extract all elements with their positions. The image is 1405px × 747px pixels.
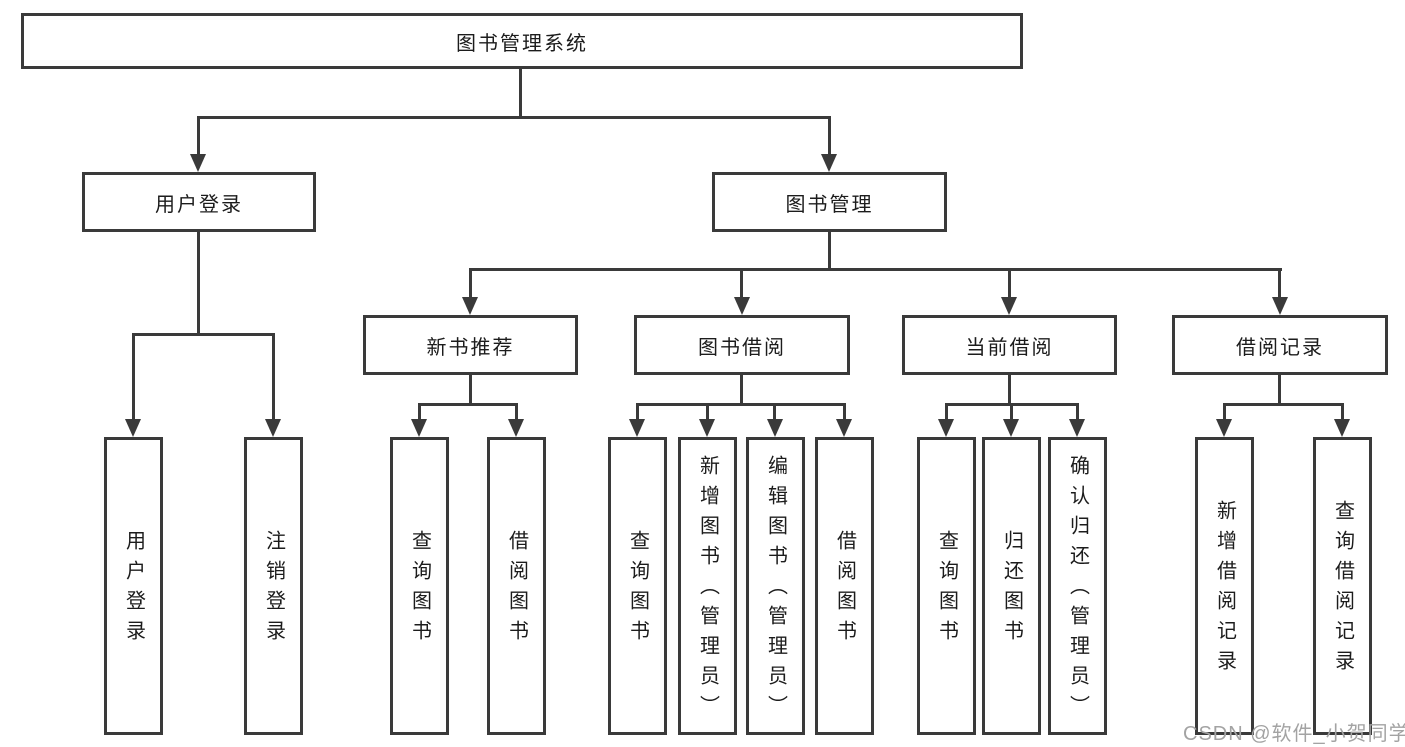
connector-borrow-records-stem xyxy=(1278,375,1281,406)
arrow-down-icon xyxy=(190,154,206,172)
arrow-down-icon xyxy=(1216,419,1232,437)
arrow-down-icon xyxy=(699,419,715,437)
csdn-watermark: CSDN @软件_小贺同学 xyxy=(1183,723,1405,745)
leaf-confirm-return-admin: 确认归还（管理员） xyxy=(1048,437,1107,735)
leaf-user-login: 用户登录 xyxy=(104,437,163,735)
connector-drop-leaf-logout xyxy=(272,333,275,421)
connector-drop-user-login xyxy=(197,116,200,156)
node-book-borrow: 图书借阅 xyxy=(634,315,850,375)
connector-book-management-stem xyxy=(828,232,831,271)
arrow-down-icon xyxy=(125,419,141,437)
connector-book-management-rail xyxy=(469,268,1282,271)
connector-drop xyxy=(945,403,948,421)
leaf-edit-book-admin: 编辑图书（管理员） xyxy=(746,437,805,735)
connector-drop xyxy=(1076,403,1079,421)
connector-drop-book-borrow xyxy=(740,268,743,299)
arrow-down-icon xyxy=(836,419,852,437)
connector-user-login-rail xyxy=(132,333,275,336)
leaf-borrow-books-borrow: 借阅图书 xyxy=(815,437,874,735)
connector-drop-new-book-recommend xyxy=(469,268,472,299)
connector-drop xyxy=(706,403,709,421)
connector-borrow-records-rail xyxy=(1223,403,1344,406)
arrow-down-icon xyxy=(411,419,427,437)
connector-current-borrow-stem xyxy=(1008,375,1011,406)
arrow-down-icon xyxy=(265,419,281,437)
leaf-query-borrow-record: 查询借阅记录 xyxy=(1313,437,1372,735)
leaf-add-book-admin: 新增图书（管理员） xyxy=(678,437,737,735)
connector-new-book-stem xyxy=(469,375,472,406)
leaf-logout: 注销登录 xyxy=(244,437,303,735)
arrow-down-icon xyxy=(767,419,783,437)
leaf-return-book: 归还图书 xyxy=(982,437,1041,735)
connector-drop xyxy=(1010,403,1013,421)
leaf-add-borrow-record: 新增借阅记录 xyxy=(1195,437,1254,735)
connector-new-book-rail xyxy=(418,403,518,406)
connector-drop-current-borrow xyxy=(1008,268,1011,299)
arrow-down-icon xyxy=(821,154,837,172)
connector-drop-borrow-records xyxy=(1278,268,1281,299)
connector-user-login-stem xyxy=(197,232,200,336)
connector-drop xyxy=(843,403,846,421)
connector-drop xyxy=(418,403,421,421)
node-borrow-records: 借阅记录 xyxy=(1172,315,1388,375)
connector-book-borrow-rail xyxy=(636,403,846,406)
arrow-down-icon xyxy=(462,297,478,315)
connector-drop xyxy=(1341,403,1344,421)
connector-drop-book-management xyxy=(828,116,831,156)
leaf-borrow-books-recommend: 借阅图书 xyxy=(487,437,546,735)
connector-drop xyxy=(515,403,518,421)
node-user-login: 用户登录 xyxy=(82,172,316,232)
arrow-down-icon xyxy=(938,419,954,437)
arrow-down-icon xyxy=(508,419,524,437)
node-new-book-recommend: 新书推荐 xyxy=(363,315,578,375)
connector-drop-leaf-user-login xyxy=(132,333,135,421)
leaf-query-books-current: 查询图书 xyxy=(917,437,976,735)
node-book-management: 图书管理 xyxy=(712,172,947,232)
connector-book-borrow-stem xyxy=(740,375,743,406)
connector-drop xyxy=(773,403,776,421)
leaf-query-books-recommend: 查询图书 xyxy=(390,437,449,735)
connector-root-rail xyxy=(197,116,831,119)
connector-drop xyxy=(636,403,639,421)
arrow-down-icon xyxy=(629,419,645,437)
node-library-management-system: 图书管理系统 xyxy=(21,13,1023,69)
connector-drop xyxy=(1223,403,1226,421)
arrow-down-icon xyxy=(1334,419,1350,437)
leaf-query-books-borrow: 查询图书 xyxy=(608,437,667,735)
arrow-down-icon xyxy=(734,297,750,315)
node-current-borrow: 当前借阅 xyxy=(902,315,1117,375)
connector-root-stem xyxy=(519,68,522,119)
arrow-down-icon xyxy=(1272,297,1288,315)
arrow-down-icon xyxy=(1003,419,1019,437)
arrow-down-icon xyxy=(1069,419,1085,437)
arrow-down-icon xyxy=(1001,297,1017,315)
